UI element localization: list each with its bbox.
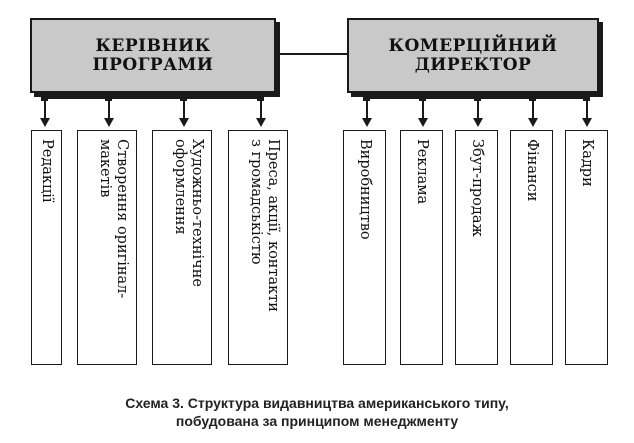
right-connector-line xyxy=(422,99,424,118)
caption-line-1: Схема 3. Структура видавництва американс… xyxy=(0,394,634,412)
head-connector-line xyxy=(276,53,347,55)
arrow-down-icon xyxy=(362,118,372,127)
head-box-commercial-director: КОМЕРЦІЙНИЙ ДИРЕКТОР xyxy=(347,18,599,93)
dept-box-art-technical-design: Художньо-технічне оформлення xyxy=(152,130,212,365)
arrow-down-icon xyxy=(179,118,189,127)
left-connector-line xyxy=(183,99,185,118)
caption-text-2: побудована за принципом менеджменту xyxy=(175,413,459,429)
dept-box-sales: Збут-продаж xyxy=(455,130,498,365)
left-connector-line xyxy=(260,99,262,118)
dept-box-personnel: Кадри xyxy=(565,130,608,365)
left-connector-dot xyxy=(41,94,48,101)
dept-box-advertising: Реклама xyxy=(400,130,443,365)
right-connector-dot xyxy=(529,94,536,101)
right-connector-dot xyxy=(363,94,370,101)
dept-label-press-relations: Преса, акції, контакти з громадськістю xyxy=(248,139,281,312)
right-connector-line xyxy=(586,99,588,118)
arrow-down-icon xyxy=(418,118,428,127)
dept-label-art-technical-design: Художньо-технічне оформлення xyxy=(172,139,205,287)
right-connector-dot xyxy=(583,94,590,101)
dept-label-advertising: Реклама xyxy=(414,139,430,205)
dept-label-finance: Фінанси xyxy=(524,139,540,202)
left-connector-line xyxy=(108,99,110,118)
left-bus-line xyxy=(44,97,262,99)
right-connector-line xyxy=(477,99,479,118)
dept-label-editorial: Редакції xyxy=(39,139,55,203)
dept-box-finance: Фінанси xyxy=(510,130,553,365)
arrow-down-icon xyxy=(528,118,538,127)
arrow-down-icon xyxy=(256,118,266,127)
right-connector-line xyxy=(366,99,368,118)
dept-box-layout-creation: Створення оригінал- макетів xyxy=(77,130,137,365)
dept-box-production: Виробництво xyxy=(343,130,386,365)
dept-label-personnel: Кадри xyxy=(579,139,595,187)
dept-box-editorial: Редакції xyxy=(31,130,62,365)
left-connector-dot xyxy=(180,94,187,101)
dept-box-press-relations: Преса, акції, контакти з громадськістю xyxy=(228,130,288,365)
caption-text-1: Структура видавництва американського тип… xyxy=(187,395,509,411)
left-connector-line xyxy=(44,99,46,118)
left-connector-dot xyxy=(105,94,112,101)
diagram-caption: Схема 3. Структура видавництва американс… xyxy=(0,394,634,430)
arrow-down-icon xyxy=(473,118,483,127)
left-connector-dot xyxy=(257,94,264,101)
head-box-programme-director: КЕРІВНИК ПРОГРАМИ xyxy=(30,18,276,93)
dept-label-sales: Збут-продаж xyxy=(469,139,485,237)
dept-label-production: Виробництво xyxy=(357,139,373,240)
caption-label: Схема 3. xyxy=(125,395,184,411)
arrow-down-icon xyxy=(582,118,592,127)
right-connector-line xyxy=(532,99,534,118)
arrow-down-icon xyxy=(40,118,50,127)
dept-label-layout-creation: Створення оригінал- макетів xyxy=(97,139,130,299)
arrow-down-icon xyxy=(104,118,114,127)
right-connector-dot xyxy=(419,94,426,101)
programme-director-label: КЕРІВНИК ПРОГРАМИ xyxy=(92,35,214,75)
right-connector-dot xyxy=(474,94,481,101)
commercial-director-label: КОМЕРЦІЙНИЙ ДИРЕКТОР xyxy=(388,35,558,75)
